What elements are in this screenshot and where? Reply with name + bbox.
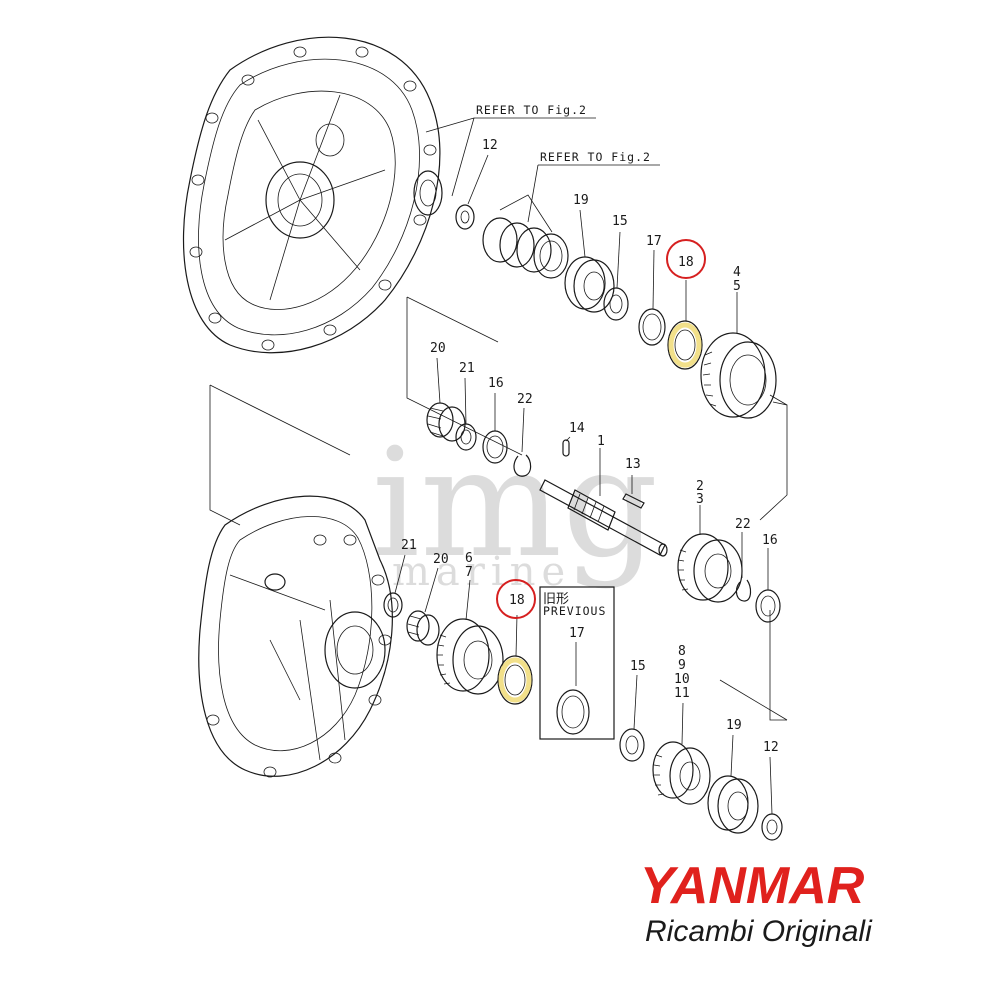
top-parts-row	[455, 154, 788, 419]
label-9: 9	[678, 658, 686, 673]
label-12-top: 12	[482, 138, 498, 153]
part-8-11-pinion	[652, 702, 711, 805]
previous-part-box: 旧形 PREVIOUS 17	[539, 586, 615, 740]
refer-text-1: REFER TO Fig.2	[476, 103, 587, 117]
label-6: 6	[465, 551, 473, 566]
part-21-washer-mid	[455, 377, 477, 451]
brand-tagline: Ricambi Originali	[645, 915, 873, 948]
label-19-top: 19	[573, 193, 589, 208]
label-3: 3	[696, 492, 704, 507]
part-4-5-gear-top	[700, 292, 788, 419]
part-12-nut-top	[455, 154, 489, 230]
previous-label: PREVIOUS	[543, 604, 606, 618]
label-15-top: 15	[612, 214, 628, 229]
label-18-top: 18	[678, 255, 694, 270]
highlight-circle-18-top	[666, 239, 706, 279]
label-2: 2	[696, 479, 704, 494]
brand-block: YANMAR Ricambi Originali	[640, 857, 873, 948]
watermark-subtext: marine	[392, 549, 571, 595]
part-20-needle-bearing-bottom	[406, 567, 440, 646]
label-1: 1	[597, 434, 605, 449]
label-16-mid: 16	[488, 376, 504, 391]
clutch-plates	[482, 217, 569, 279]
part-19-bearing-top	[564, 209, 615, 313]
part-22-circlip-mid	[513, 407, 532, 477]
previous-kanji: 旧形	[543, 592, 569, 607]
bottom-left-parts	[383, 554, 533, 705]
label-7: 7	[465, 565, 473, 580]
part-15-collar-bottom	[619, 674, 645, 762]
part-19-bearing-bottom	[707, 734, 759, 834]
label-20-mid: 20	[430, 341, 446, 356]
label-15-bottom: 15	[630, 659, 646, 674]
label-18-bottom: 18	[509, 593, 525, 608]
part-22-circlip-right	[735, 532, 752, 602]
part-12-nut-bottom	[761, 756, 783, 841]
refer-text-2: REFER TO Fig.2	[540, 150, 651, 164]
part-1-shaft	[539, 448, 668, 557]
top-housing	[182, 36, 443, 354]
label-21-mid: 21	[459, 361, 475, 376]
label-5: 5	[733, 279, 741, 294]
part-16-washer-mid	[482, 393, 508, 464]
watermark-text: img	[372, 417, 658, 591]
part-2-3-gear-mid	[677, 505, 743, 603]
part-17-ring-top	[638, 249, 666, 346]
label-21-bottom: 21	[401, 538, 417, 553]
part-18-shim-bottom	[497, 614, 533, 705]
label-19-bottom: 19	[726, 718, 742, 733]
part-6-7-gear-bottom	[436, 579, 504, 695]
refer-callout-2: REFER TO Fig.2	[499, 150, 660, 233]
label-20-bottom: 20	[433, 552, 449, 567]
assembly-guide-lines	[209, 296, 788, 721]
label-8: 8	[678, 644, 686, 659]
label-16-right: 16	[762, 533, 778, 548]
part-15-collar-top	[603, 231, 629, 321]
label-10: 10	[674, 672, 690, 687]
label-11: 11	[674, 686, 690, 701]
label-17-top: 17	[646, 234, 662, 249]
bottom-right-parts	[619, 674, 783, 841]
highlight-circles	[496, 239, 706, 619]
part-16-washer-right	[755, 548, 781, 623]
label-22-right: 22	[735, 517, 751, 532]
label-17-previous: 17	[569, 626, 585, 641]
watermark: img marine	[372, 417, 658, 595]
rim-bolt-holes	[189, 46, 437, 351]
refer-callout-1: REFER TO Fig.2	[425, 103, 596, 197]
part-17-ring-previous	[556, 689, 590, 735]
part-18-shim-top	[667, 280, 703, 370]
label-14: 14	[569, 421, 585, 436]
part-13-key	[622, 475, 645, 509]
part-21-washer-bottom	[383, 554, 406, 618]
part-labels: 12 19 15 17 18 4 5 20 21 16 22 14 1 13 2…	[401, 138, 779, 755]
part-14-pin	[562, 436, 571, 457]
middle-parts-row	[426, 357, 781, 623]
label-22-mid: 22	[517, 392, 533, 407]
label-13: 13	[625, 457, 641, 472]
label-4: 4	[733, 265, 741, 280]
yanmar-logo: YANMAR	[640, 857, 865, 915]
bottom-housing	[198, 495, 393, 778]
highlight-circle-18-bottom	[496, 579, 536, 619]
label-12-bottom: 12	[763, 740, 779, 755]
